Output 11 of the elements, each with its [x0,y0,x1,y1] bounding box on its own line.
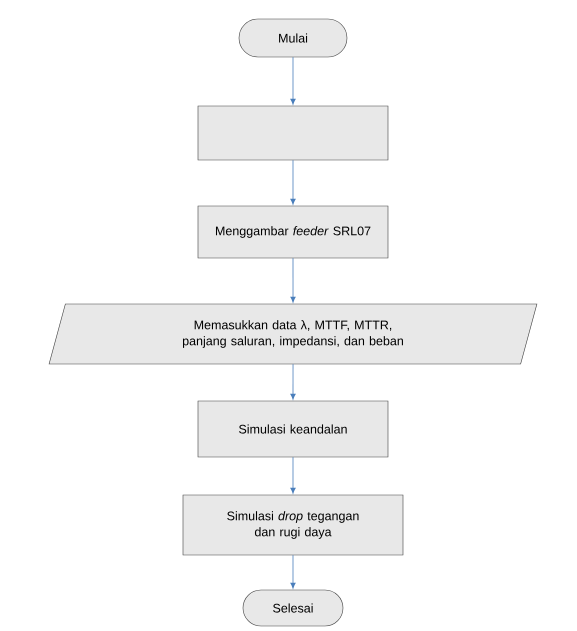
process-box: Simulasi drop tegangan dan rugi daya [182,494,404,556]
arrow [290,56,296,105]
process-box [198,106,388,160]
arrow [290,456,296,494]
process-box: Menggambar feeder SRL07 [198,206,388,258]
arrow [290,554,296,589]
arrow [290,258,296,303]
arrow [290,160,296,205]
arrow [290,364,296,400]
input-parallelogram: Memasukkan data λ, MTTF, MTTR, panjang saluran, impedansi, dan beban [48,304,538,364]
process-box: Simulasi keandalan [198,400,388,458]
